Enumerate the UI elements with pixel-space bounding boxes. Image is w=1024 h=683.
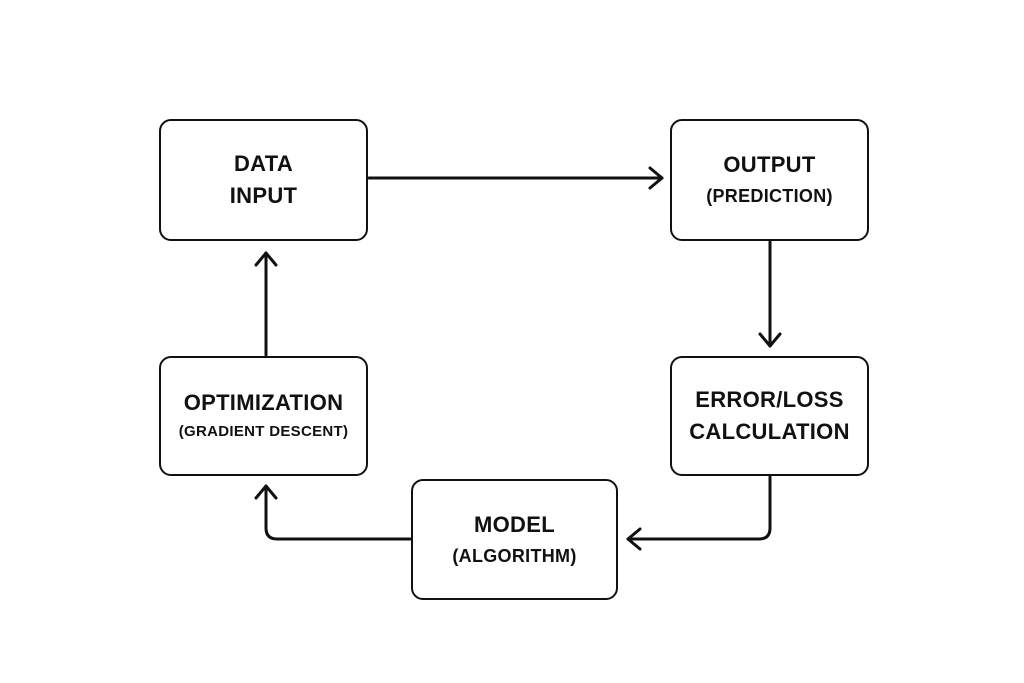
node-output: OUTPUT (PREDICTION) <box>670 119 869 241</box>
node-model-title: MODEL <box>474 511 555 537</box>
node-optimization: OPTIMIZATION (GRADIENT DESCENT) <box>159 356 368 476</box>
edge-model-to-optimization <box>254 484 412 541</box>
node-data-input-subtitle: INPUT <box>229 183 298 208</box>
edge-output-to-error <box>758 240 782 348</box>
node-error-loss-subtitle: CALCULATION <box>689 419 850 444</box>
node-model: MODEL (ALGORITHM) <box>411 479 618 600</box>
edge-optimization-to-data-input <box>254 251 278 357</box>
node-optimization-title: OPTIMIZATION <box>183 390 344 415</box>
node-error-loss: ERROR/LOSS CALCULATION <box>670 356 869 476</box>
node-optimization-subtitle: (GRADIENT DESCENT) <box>178 423 349 440</box>
node-output-title: OUTPUT <box>723 152 816 177</box>
edge-data-input-to-output <box>367 166 664 190</box>
node-model-subtitle: (ALGORITHM) <box>452 545 577 566</box>
edge-error-to-model <box>626 475 772 551</box>
node-output-subtitle: (PREDICTION) <box>706 186 833 206</box>
node-error-loss-title: ERROR/LOSS <box>695 387 844 412</box>
node-data-input: DATA INPUT <box>159 119 368 241</box>
node-data-input-title: DATA <box>233 151 294 176</box>
